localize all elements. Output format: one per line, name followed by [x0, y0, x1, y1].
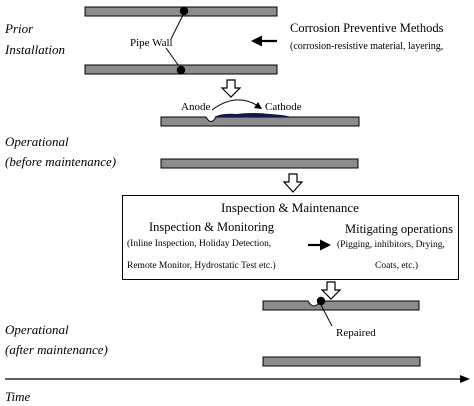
repair-patch-marker: [316, 296, 326, 306]
pipe-wall-pointer-top: [170, 14, 184, 40]
pipe-segment-operational-after: [262, 356, 421, 367]
pipe-wall-marker-bottom: [176, 65, 186, 75]
pipe-segment-operational-before: [160, 158, 359, 169]
left-arrow-icon: [251, 35, 277, 47]
anode-label: Anode: [181, 101, 211, 113]
down-arrow-icon: [320, 281, 342, 300]
inspection-monitoring-line-2: Remote Monitor, Hydrostatic Test etc.): [127, 261, 276, 271]
inspection-monitoring-title: Inspection & Monitoring: [149, 220, 274, 234]
down-arrow-icon: [220, 79, 242, 98]
curved-arrow-icon: [211, 99, 262, 111]
mitigating-operations-line-1: (Pigging, inhibitors, Drying,: [337, 240, 445, 250]
inspection-maintenance-title: Inspection & Maintenance: [221, 200, 359, 215]
cathode-deposit: [214, 113, 292, 117]
pipe-wall-marker-top: [179, 6, 189, 16]
down-arrow-icon: [282, 173, 304, 193]
corrosion-methods-detail: (corrosion-resistive material, layering,: [290, 41, 444, 52]
stage-label-operational-after: Operational: [5, 322, 69, 337]
repaired-pointer: [320, 304, 333, 327]
inspection-maintenance-box: [122, 195, 459, 280]
stage-label-prior: Prior: [5, 21, 34, 36]
repaired-label: Repaired: [336, 327, 376, 339]
pipe-wall-label: Pipe Wall: [130, 37, 173, 49]
inspection-monitoring-line-1: (Inline Inspection, Holiday Detection,: [127, 239, 272, 249]
time-axis: [5, 375, 470, 383]
stage-label-operational-before: Operational: [5, 134, 69, 149]
time-axis-label: Time: [5, 389, 31, 404]
corrosion-methods-title: Corrosion Preventive Methods: [290, 21, 444, 35]
right-arrow-icon: [308, 239, 331, 251]
repaired-pipe: [262, 296, 420, 311]
mitigating-operations-line-2: Coats, etc.): [375, 261, 419, 271]
mitigating-operations-title: Mitigating operations: [345, 222, 453, 236]
corroded-pipe: [160, 113, 360, 127]
cathode-label: Cathode: [265, 101, 302, 113]
stage-label-after-maintenance: (after maintenance): [5, 342, 108, 357]
stage-label-before-maintenance: (before maintenance): [5, 154, 117, 169]
stage-label-installation: Installation: [5, 42, 65, 57]
